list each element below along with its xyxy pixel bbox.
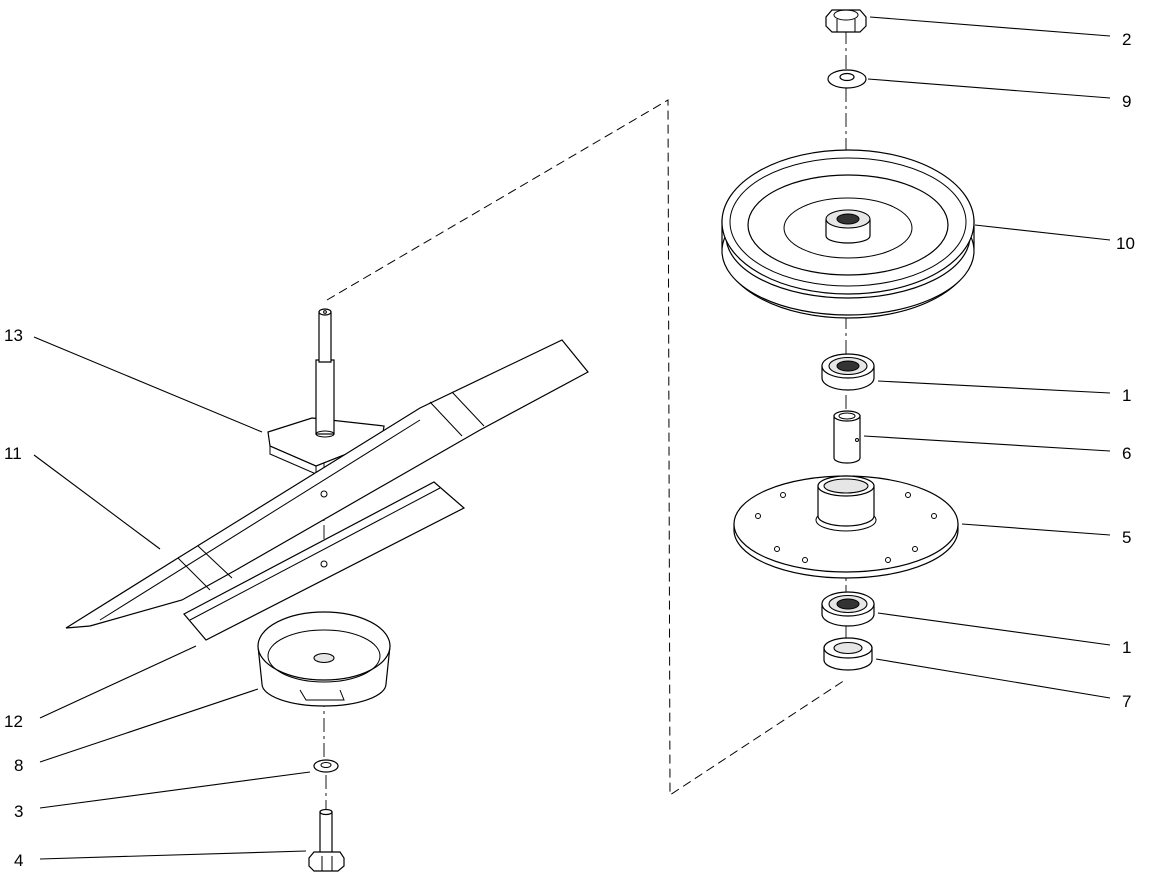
callout-8: 8 [14, 756, 23, 775]
assembly-path-lines [323, 30, 847, 810]
part-pulley [721, 149, 975, 319]
part-bearing-upper [821, 353, 875, 391]
callout-9: 9 [1122, 92, 1131, 111]
part-spacer-tube [833, 410, 861, 464]
callout-4: 4 [14, 851, 23, 870]
callout-6: 6 [1122, 444, 1131, 463]
part-hex-nut-top [825, 9, 867, 33]
leader-lines [33, 16, 1111, 860]
callout-10: 10 [1116, 234, 1135, 253]
callout-labels: 2 9 10 1 6 5 1 7 13 11 12 8 3 4 [4, 30, 1135, 870]
part-blade [65, 339, 589, 629]
callout-11: 11 [4, 444, 22, 463]
part-housing-plate [733, 475, 959, 579]
part-bearing-lower [821, 591, 875, 627]
part-washer-lower [313, 759, 339, 773]
callout-1-upper: 1 [1122, 386, 1131, 405]
callout-1-lower: 1 [1122, 638, 1131, 657]
part-spindle-shaft [267, 308, 385, 475]
callout-12: 12 [4, 712, 23, 731]
part-washer-top [827, 69, 867, 89]
callout-5: 5 [1122, 528, 1131, 547]
part-lower-spacer [823, 637, 873, 671]
callout-7: 7 [1122, 692, 1131, 711]
part-blade-cup [257, 611, 391, 707]
callout-2: 2 [1122, 30, 1131, 49]
callout-3: 3 [14, 802, 23, 821]
part-bolt [308, 808, 345, 872]
part-blade-bar [183, 481, 466, 641]
callout-13: 13 [4, 326, 23, 345]
